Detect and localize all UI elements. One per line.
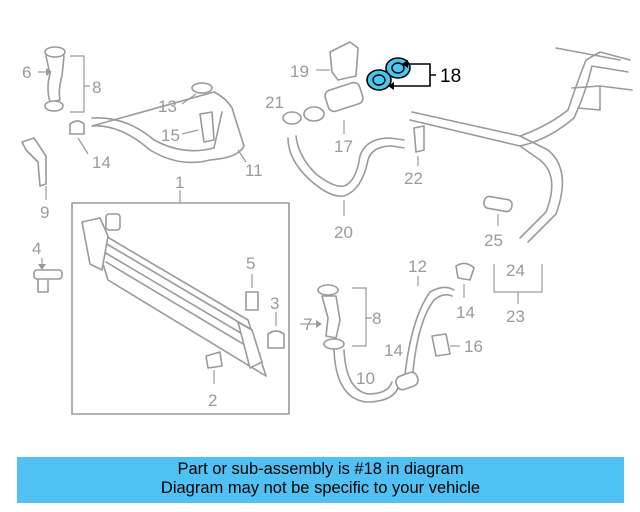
callout-16: 16 bbox=[464, 337, 483, 356]
hose-part-12 bbox=[395, 276, 455, 391]
banner-line-disclaimer: Diagram may not be specific to your vehi… bbox=[160, 479, 481, 497]
callout-1: 1 bbox=[175, 173, 184, 192]
callout-13: 13 bbox=[158, 97, 177, 116]
callout-9: 9 bbox=[40, 203, 49, 222]
hose-part-7 bbox=[300, 284, 372, 350]
bracket-part-22 bbox=[413, 125, 425, 166]
callout-2: 2 bbox=[208, 391, 217, 410]
callout-6: 6 bbox=[22, 63, 31, 82]
callout-3: 3 bbox=[270, 294, 279, 313]
hose-part-10 bbox=[333, 349, 399, 403]
pipe-assembly-part-23 bbox=[409, 47, 633, 304]
callout-5: 5 bbox=[246, 254, 255, 273]
radiator-part bbox=[71, 190, 290, 415]
callout-24: 24 bbox=[506, 261, 525, 280]
bolt-part-4 bbox=[33, 258, 63, 293]
callout-10: 10 bbox=[356, 369, 375, 388]
callout-8-right: 8 bbox=[372, 309, 381, 328]
callout-23: 23 bbox=[506, 307, 525, 326]
bracket-part-5 bbox=[205, 274, 285, 384]
fitting-part-16 bbox=[431, 333, 460, 357]
callout-labels: 18 19 21 17 22 20 13 15 11 14 6 8 9 1 4 … bbox=[22, 62, 525, 410]
callout-12: 12 bbox=[408, 257, 427, 276]
callout-21: 21 bbox=[265, 93, 284, 112]
callout-17: 17 bbox=[334, 137, 353, 156]
hose-part-11 bbox=[69, 82, 247, 164]
hose-part-9 bbox=[21, 137, 47, 200]
callout-14-left: 14 bbox=[92, 153, 111, 172]
banner-line-part-number: Part or sub-assembly is #18 in diagram bbox=[177, 460, 464, 478]
callout-18: 18 bbox=[440, 66, 461, 87]
callout-15: 15 bbox=[161, 126, 180, 145]
callout-11: 11 bbox=[245, 161, 263, 180]
bracket-part-19 bbox=[316, 41, 359, 81]
callout-7: 7 bbox=[303, 315, 312, 334]
callout-22: 22 bbox=[404, 169, 423, 188]
upper-hose-part-6 bbox=[38, 46, 90, 113]
hose-part-20 bbox=[287, 135, 405, 216]
highlighted-clamp-part-18 bbox=[366, 57, 436, 91]
info-banner: Part or sub-assembly is #18 in diagram D… bbox=[17, 457, 624, 503]
water-pump-part-17 bbox=[282, 81, 364, 134]
callout-4: 4 bbox=[32, 239, 41, 258]
callout-14-mid: 14 bbox=[456, 303, 475, 322]
clamp-part-14 bbox=[455, 262, 475, 298]
callout-14-low: 14 bbox=[384, 341, 403, 360]
callout-25: 25 bbox=[484, 231, 503, 250]
callout-8-left: 8 bbox=[92, 78, 101, 97]
callout-19: 19 bbox=[290, 62, 309, 81]
callout-20: 20 bbox=[334, 223, 353, 242]
